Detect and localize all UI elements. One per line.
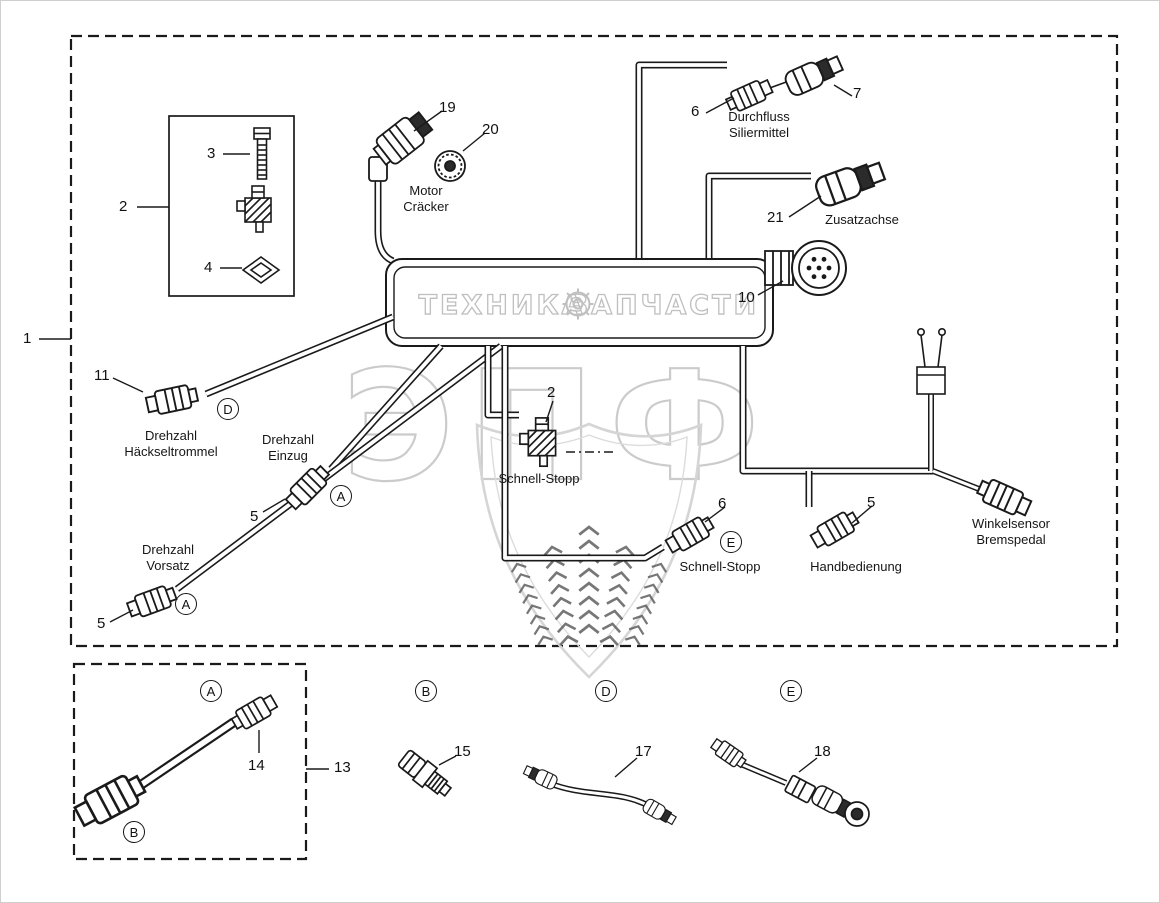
ref-2-solenoid-kit: 2	[119, 198, 128, 215]
main-harness-outline	[385, 258, 774, 347]
ref-4-seal: 4	[204, 259, 213, 276]
cap-20	[434, 150, 466, 182]
ref-15: 15	[454, 743, 471, 760]
ref-5-vorsatz: 5	[97, 615, 106, 632]
adapter-18-round-end	[844, 801, 870, 827]
sensor-plug-11	[144, 382, 201, 418]
socket-7	[781, 50, 846, 99]
cable-network-lower	[126, 313, 981, 810]
cable-network-upper	[374, 61, 811, 265]
connector-21-zusatzachse	[812, 155, 889, 210]
cable-17-end-left	[521, 762, 560, 792]
connector-15	[397, 749, 453, 797]
caption-motor-craecker: Motor Cräcker	[403, 183, 449, 214]
ref-18: 18	[814, 743, 831, 760]
ref-6-durchfluss: 6	[691, 103, 700, 120]
plug-14	[228, 691, 281, 734]
code-a-vorsatz: A	[175, 593, 197, 615]
code-a-einzug: A	[330, 485, 352, 507]
ref-2-schnell-stopp: 2	[547, 384, 556, 401]
caption-drehzahl-haeckseltrommel: Drehzahl Häckseltrommel	[124, 428, 218, 459]
plug-6-durchfluss	[723, 75, 790, 116]
ref-5-handbedienung: 5	[867, 494, 876, 511]
watermark-big-text: ЭПФ	[342, 338, 774, 515]
plug-5-handbedienung	[807, 507, 863, 552]
caption-durchfluss-siliermittel: Durchfluss Siliermittel	[728, 109, 790, 140]
ref-19: 19	[439, 99, 456, 116]
watermark-title: ТЕХНИКА ЗАПЧАСТИ	[418, 288, 759, 322]
adapter-kit-box	[72, 662, 308, 861]
watermark-emblem: ЭПФ	[341, 337, 774, 679]
ref-17: 17	[635, 743, 652, 760]
watermark-right-word: ЗАПЧАСТИ	[569, 290, 759, 321]
ref-13: 13	[334, 759, 351, 776]
ref-10: 10	[738, 289, 755, 306]
caption-winkelsensor-bremspedal: Winkelsensor Bremspedal	[971, 516, 1051, 547]
ref-7: 7	[853, 85, 862, 102]
ref-14: 14	[248, 757, 265, 774]
ref-20: 20	[482, 121, 499, 138]
bolt-3	[253, 127, 271, 180]
leader-lines	[39, 84, 873, 778]
seal-4	[242, 256, 280, 284]
ref-11: 11	[94, 367, 110, 384]
caption-schnell-stopp-bottom: Schnell-Stopp	[679, 559, 761, 574]
plug-5-vorsatz	[124, 582, 180, 622]
code-b-adapter-box: B	[123, 821, 145, 843]
caption-drehzahl-vorsatz: Drehzahl Vorsatz	[141, 542, 195, 573]
assembly-boundary-boxes	[69, 34, 1119, 861]
watermark-left-word: ТЕХНИКА	[419, 290, 586, 321]
caption-drehzahl-einzug: Drehzahl Einzug	[261, 432, 315, 463]
cable-17-end-right	[640, 796, 679, 828]
ref-1-harness: 1	[23, 330, 32, 347]
ref-6-schnell-stopp: 6	[718, 495, 727, 512]
connector-10-round	[764, 240, 847, 296]
plug-5-einzug	[282, 461, 334, 513]
code-e-schnell-stopp: E	[720, 531, 742, 553]
caption-zusatzachse: Zusatzachse	[825, 212, 899, 227]
winkelsensor-assembly	[916, 327, 946, 395]
connector-19-motor-craecker	[368, 111, 434, 182]
solenoid-2-kit	[236, 185, 272, 233]
gear-icon	[562, 288, 594, 320]
code-b-column: B	[415, 680, 437, 702]
parts-kit-box	[168, 115, 295, 297]
code-e-column: E	[780, 680, 802, 702]
adapter-18-plug	[708, 735, 749, 772]
caption-schnell-stopp-mid: Schnell-Stopp	[498, 471, 580, 486]
code-d-haeckseltrommel: D	[217, 398, 239, 420]
main-harness-box	[69, 34, 1119, 648]
ref-21: 21	[767, 209, 784, 226]
caption-handbedienung: Handbedienung	[810, 559, 902, 574]
ref-3-bolt: 3	[207, 145, 216, 162]
plug-winkelsensor	[973, 474, 1035, 521]
code-d-column: D	[595, 680, 617, 702]
ref-5-einzug: 5	[250, 508, 259, 525]
code-a-adapter-box: A	[200, 680, 222, 702]
adapter-18-body	[784, 774, 817, 804]
